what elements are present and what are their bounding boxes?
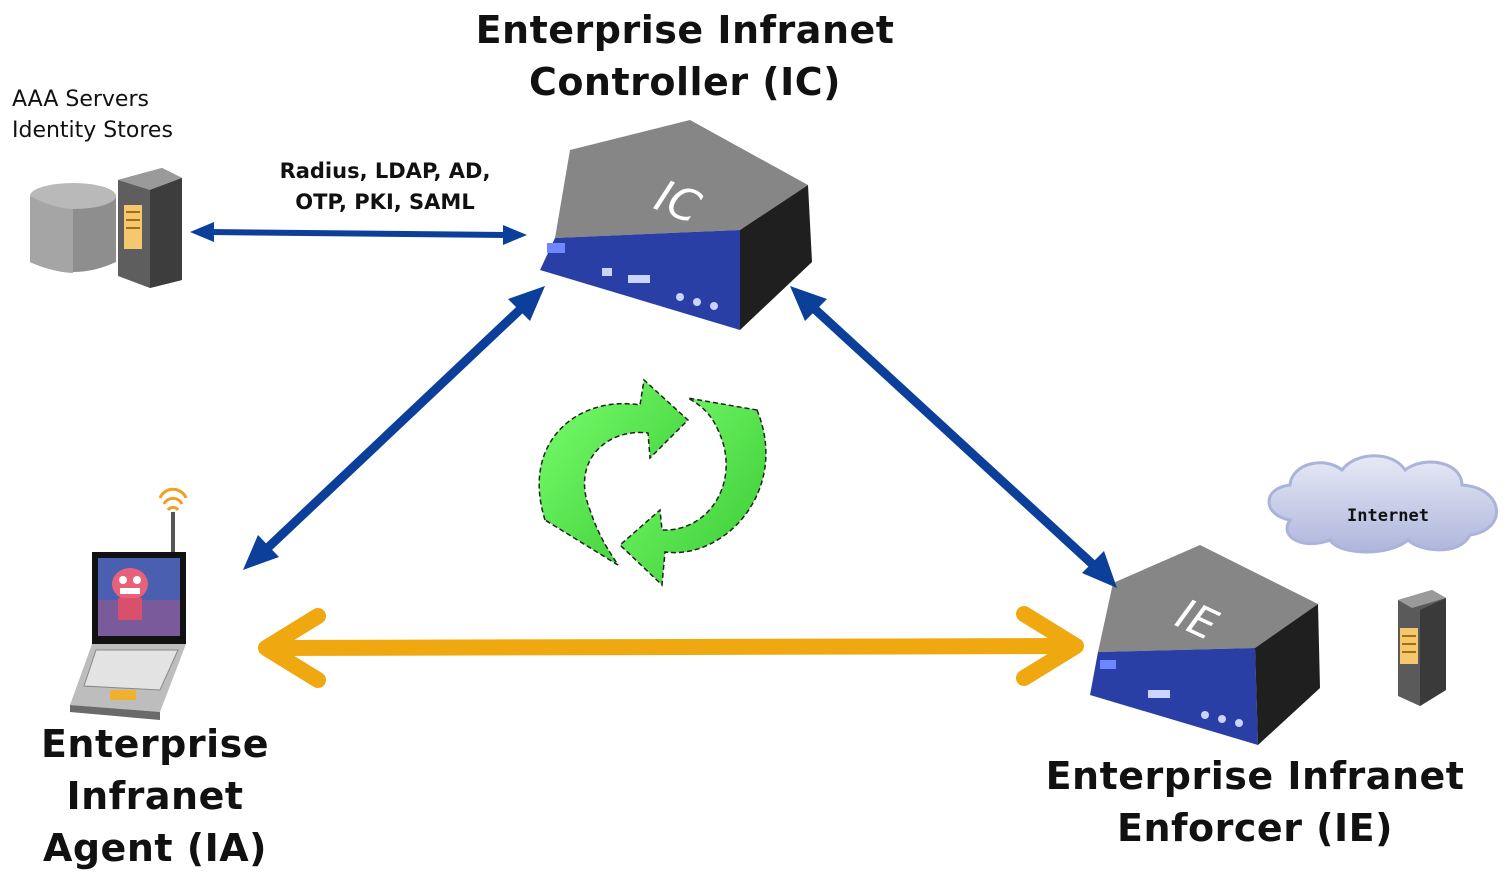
- ic-aaa-link: [190, 222, 527, 245]
- ia-ie-link: [258, 606, 1084, 688]
- ic-ie-link: [790, 286, 1117, 588]
- protocols-label: Radius, LDAP, AD, OTP, PKI, SAML: [240, 156, 530, 218]
- protocols-line2: OTP, PKI, SAML: [295, 190, 475, 214]
- protected-server-icon: [1398, 590, 1446, 706]
- enforcer-title-line1: Enterprise Infranet: [1045, 754, 1465, 798]
- internet-label: Internet: [1347, 506, 1429, 526]
- enforcer-title-line2: Enforcer (IE): [1117, 806, 1393, 850]
- ie-appliance-icon: [1090, 545, 1320, 745]
- aaa-label-line1: AAA Servers: [12, 87, 149, 112]
- agent-title: Enterprise Infranet Agent (IA): [20, 718, 290, 874]
- protocols-line1: Radius, LDAP, AD,: [279, 159, 491, 183]
- controller-title: Enterprise Infranet Controller (IC): [455, 4, 915, 108]
- agent-title-line1: Enterprise: [40, 722, 270, 766]
- ic-ia-link: [243, 286, 545, 570]
- internet-cloud-icon: [1267, 454, 1498, 554]
- ic-appliance-icon: [540, 120, 812, 330]
- controller-title-line1: Enterprise Infranet: [475, 8, 895, 52]
- agent-title-line3: Agent (IA): [42, 826, 268, 870]
- aaa-label: AAA Servers Identity Stores: [12, 84, 272, 146]
- agent-title-line2: Infranet: [66, 774, 244, 818]
- enforcer-title: Enterprise Infranet Enforcer (IE): [1025, 750, 1485, 854]
- agent-laptop-icon: [70, 487, 188, 720]
- cycle-arrows-icon: [538, 378, 767, 587]
- controller-title-line2: Controller (IC): [528, 60, 842, 104]
- aaa-server-icon: [30, 168, 182, 288]
- virus-creature-icon: [112, 568, 148, 620]
- aaa-label-line2: Identity Stores: [12, 118, 173, 143]
